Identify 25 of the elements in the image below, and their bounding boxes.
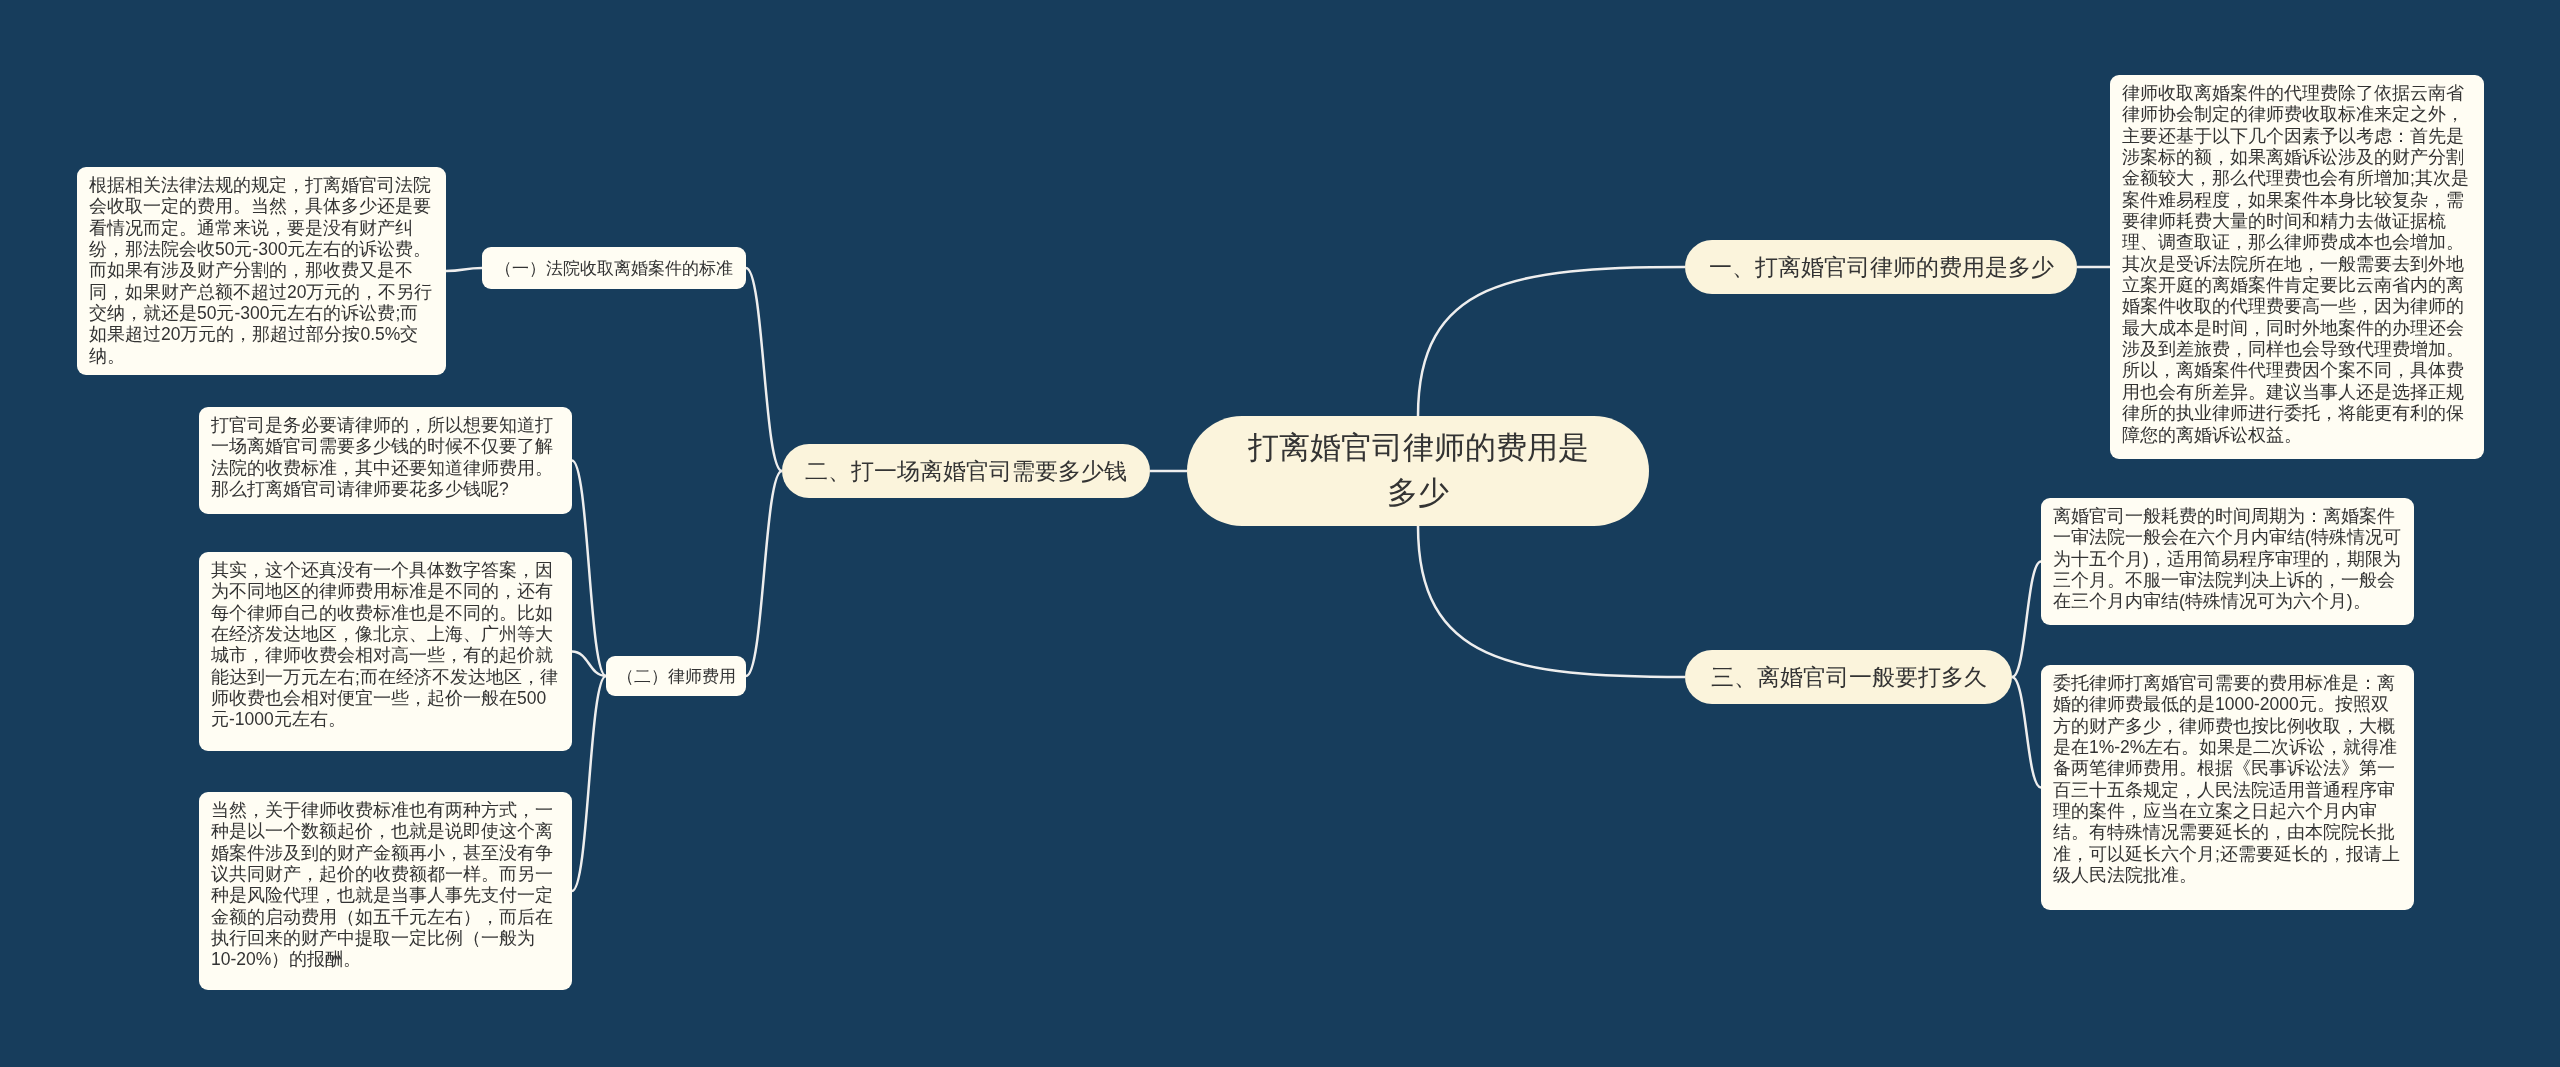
text-card: 其实，这个还真没有一个具体数字答案，因为不同地区的律师费用标准是不同的，还有每个律师自己的收费标准也是不同的。比如在经济发达地区，像北京、上海、广州等大城市，律师收费会相对高一些，有的起价就能达到一万元左右;而在经济不发达地区，律师收费也会相对便宜一些，起价一般在500元-1000元左右。 [199,552,572,751]
connector-line [745,470,783,677]
text-card: 当然，关于律师收费标准也有两种方式，一种是以一个数额起价，也就是说即使这个离婚案件涉及到的财产金额再小，甚至没有争议共同财产，起价的收费额都一样。而另一种是风险代理，也就是当事人事先支付一定金额的启动费用（如五千元左右），而后在执行回来的财产中提取一定比例（一般为10-20%）的报酬。 [199,792,572,990]
connector-line [2077,265,2110,269]
branch-pill: 三、离婚官司一般要打多久 [1685,650,2012,704]
connector-line [745,267,783,472]
subtopic-box: （一）法院收取离婚案件的标准 [482,247,746,289]
connector-line [1416,265,1685,417]
topic-pill: 打离婚官司律师的费用是多少 [1187,416,1649,526]
connector-line [1416,525,1685,679]
connector-line [446,266,482,273]
connector-line [571,459,607,677]
connector-line [571,650,607,678]
text-card: 离婚官司一般耗费的时间周期为：离婚案件一审法院一般会在六个月内审结(特殊情况可为十五个月)，适用简易程序审理的，期限为三个月。不服一审法院判决上诉的，一般会在三个月内审结(特殊情况可为六个月)。 [2041,498,2414,625]
connector-line [1150,469,1187,473]
connector-line [571,675,607,892]
subtopic-box: （二）律师费用 [606,656,746,696]
text-card: 根据相关法律法规的规定，打离婚官司法院会收取一定的费用。当然，具体多少还是要看情况而定。通常来说，要是没有财产纠纷，那法院会收50元-300元左右的诉讼费。而如果有涉及财产分割的，那收费又是不同，如果财产总额不超过20万元的，不另行交纳，就还是50元-300元左右的诉讼费;而如果超过20万元的，那超过部分按0.5%交纳。 [77,167,446,376]
branch-pill: 二、打一场离婚官司需要多少钱 [782,444,1150,498]
branch-pill: 一、打离婚官司律师的费用是多少 [1685,240,2077,294]
connector-line [2011,560,2042,679]
text-card: 律师收取离婚案件的代理费除了依据云南省律师协会制定的律师费收取标准来定之外，主要还基于以下几个因素予以考虑：首先是涉案标的额，如果离婚诉讼涉及的财产分割金额较大，那么代理费也会有所增加;其次是案件难易程度，如果案件本身比较复杂，需要律师耗费大量的时间和精力去做证据梳理、调查取证，那么律师费成本也会增加。其次是受诉法院所在地，一般需要去到外地立案开庭的离婚案件肯定要比云南省内的离婚案件收取的代理费要高一些，因为律师的最大成本是时间，同时外地案件的办理还会涉及到差旅费，同样也会导致代理费增加。所以，离婚案件代理费因个案不同，具体费用也会有所差异。建议当事人还是选择正规律所的执业律师进行委托，将能更有利的保障您的离婚诉讼权益。 [2110,75,2484,459]
text-card: 打官司是务必要请律师的，所以想要知道打一场离婚官司需要多少钱的时候不仅要了解法院的收费标准，其中还要知道律师费用。那么打离婚官司请律师要花多少钱呢? [199,407,572,514]
connector-line [2011,675,2042,789]
text-card: 委托律师打离婚官司需要的费用标准是：离婚的律师费最低的是1000-2000元。按照双方的财产多少，律师费也按比例收取，大概是在1%-2%左右。如果是二次诉讼，就得准备两笔律师费用。根据《民事诉讼法》第一百三十五条规定，人民法院适用普通程序审理的案件，应当在立案之日起六个月内审结。有特殊情况需要延长的，由本院院长批准，可以延长六个月;还需要延长的，报请上级人民法院批准。 [2041,665,2414,910]
